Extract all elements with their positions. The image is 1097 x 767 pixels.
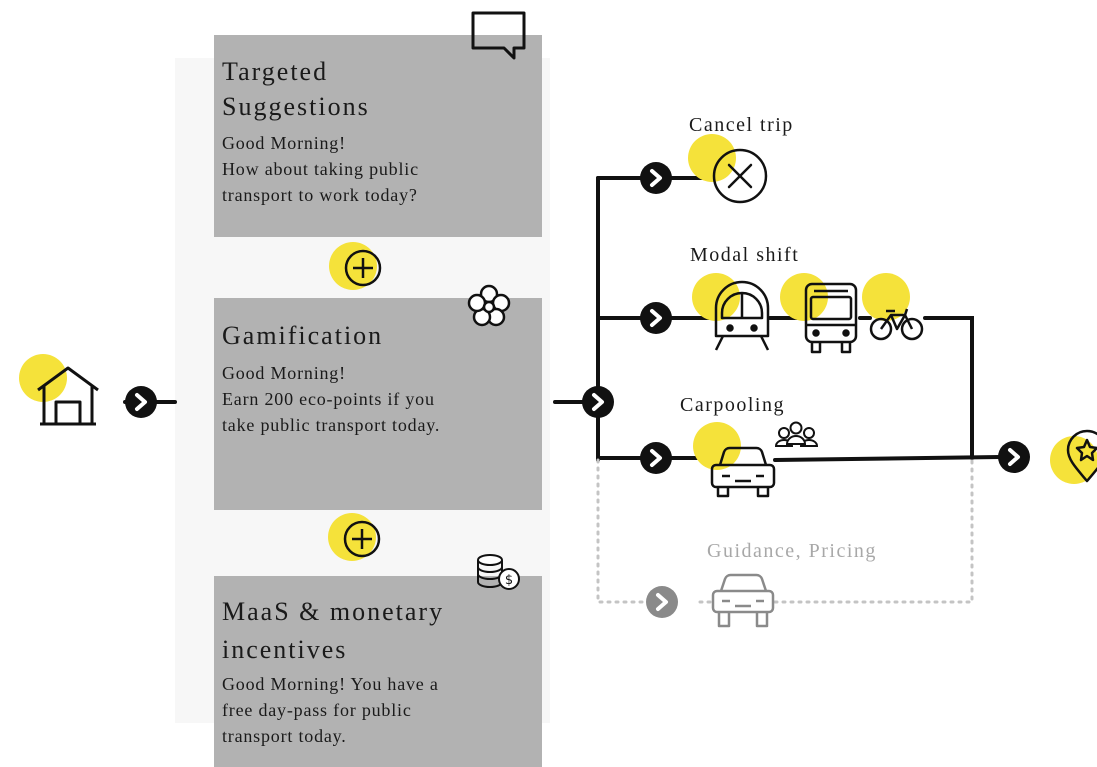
car-icon <box>710 446 776 498</box>
location-star-icon <box>1066 429 1097 483</box>
cancel-icon <box>712 148 768 204</box>
option-label-modal-shift: Modal shift <box>690 244 800 266</box>
svg-text:$: $ <box>505 573 513 588</box>
gamification-card: Gamification Good Morning! Earn 200 eco-… <box>214 298 542 510</box>
guidance-dotted-line <box>596 456 974 604</box>
bicycle-icon <box>869 308 924 341</box>
flower-icon <box>467 284 511 327</box>
car-highlight <box>693 422 741 470</box>
origin-chevron-node <box>123 384 159 420</box>
car-icon <box>711 573 775 628</box>
cancel-chevron-node <box>638 160 674 196</box>
home-highlight <box>19 354 67 402</box>
carpool-chevron-node <box>638 440 674 476</box>
option-label-guidance-pricing: Guidance, Pricing <box>707 540 877 562</box>
maas-incentives-card: MaaS & monetary incentives Good Morning!… <box>214 576 542 767</box>
option-label-carpooling: Carpooling <box>680 394 785 416</box>
card-body-line: Earn 200 eco-points if you <box>222 389 435 409</box>
cancel-highlight <box>688 134 736 182</box>
bus-icon <box>804 282 858 354</box>
card-body-line: How about taking public <box>222 159 419 179</box>
card-title-line: incentives <box>222 635 348 664</box>
card-body-line: Good Morning! <box>222 363 346 383</box>
plus-circle-icon <box>344 249 382 287</box>
modal-chevron-node <box>638 300 674 336</box>
card-body-line: free day-pass for public <box>222 700 412 720</box>
bike-highlight <box>862 273 910 321</box>
plus-circle-icon <box>343 520 381 558</box>
train-icon <box>714 280 770 351</box>
card-body-line: transport to work today? <box>222 185 418 205</box>
carpool-merge-line <box>773 455 1002 462</box>
card-body-line: transport today. <box>222 726 347 746</box>
modal-merge-line <box>923 316 974 460</box>
plus-highlight <box>329 242 377 290</box>
destination-chevron-node <box>996 439 1032 475</box>
targeted-suggestions-card: Targeted Suggestions Good Morning! How a… <box>214 35 542 237</box>
card-title-line: Targeted <box>222 57 329 86</box>
card-body-line: Good Morning! <box>222 133 346 153</box>
card-title-line: Gamification <box>222 321 384 350</box>
destination-highlight <box>1050 436 1097 484</box>
people-group-icon <box>774 421 819 447</box>
home-icon <box>37 366 99 426</box>
card-title-line: MaaS & monetary <box>222 597 445 626</box>
card-body-line: Good Morning! You have a <box>222 674 439 694</box>
card-title-line: Suggestions <box>222 92 370 121</box>
speech-bubble-icon <box>471 11 526 60</box>
guidance-chevron-node <box>646 586 678 618</box>
coins-icon: $ <box>477 554 520 590</box>
hub-chevron-node <box>580 384 616 420</box>
card-body-line: take public transport today. <box>222 415 441 435</box>
option-label-cancel-trip: Cancel trip <box>689 114 794 136</box>
plus-highlight <box>328 513 376 561</box>
